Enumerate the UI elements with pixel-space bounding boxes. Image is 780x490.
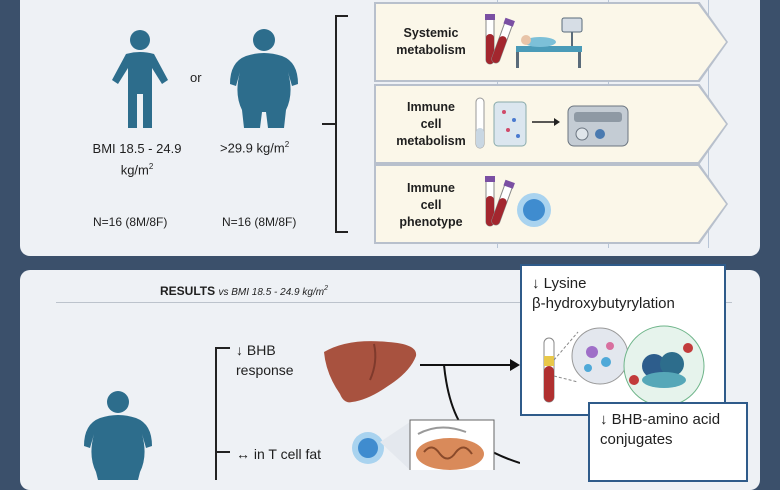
lysine-title: ↓ Lysine β-hydroxybutyrylation [532, 274, 675, 314]
lean-bmi-label: BMI 18.5 - 24.9 kg/m2 [62, 140, 212, 179]
lean-bmi-unit: kg/m2 [62, 158, 212, 179]
conjugates-title: ↓ BHB-amino acid conjugates [600, 410, 720, 450]
lean-unit-text: kg/m [120, 162, 149, 178]
person-obese-icon [84, 391, 152, 480]
immune-phenotype-label: Immune cell phenotype [376, 180, 486, 231]
box-label-line: Immune [407, 100, 455, 114]
results-heading-bold: RESULTS [160, 284, 216, 298]
mitochondria-icon [352, 419, 495, 470]
arrow-box-immune-metabolism [376, 86, 726, 162]
cell-icon [517, 193, 551, 227]
result-title-line: conjugates [600, 431, 673, 448]
lean-bmi-range: BMI 18.5 - 24.9 [92, 141, 182, 156]
or-label: or [190, 70, 202, 85]
result-box-lysine: ↓ Lysine β-hydroxybutyrylation [520, 264, 726, 416]
box-label-line: metabolism [396, 134, 466, 148]
obese-bmi-text: >29.9 kg/m [220, 140, 285, 156]
person-icon [112, 30, 168, 128]
systemic-label: Systemic metabolism [376, 25, 486, 59]
results-heading-italic: vs BMI 18.5 - 24.9 kg/m [218, 287, 325, 298]
bracket [322, 15, 348, 233]
blood-tubes-icon [485, 176, 551, 227]
lean-n-label: N=16 (8M/8F) [93, 215, 168, 229]
lysine-illustration [543, 325, 705, 407]
results-heading: RESULTS vs BMI 18.5 - 24.9 kg/m2 [160, 284, 328, 298]
finding-bhb: ↓ BHB response [236, 340, 294, 380]
blood-tubes-icon [485, 14, 583, 68]
hospital-bed-icon [516, 17, 583, 68]
box-label-line: cell [420, 198, 442, 212]
result-title-line: ↓ Lysine [532, 275, 587, 292]
result-title-line: ↓ BHB-amino acid [600, 411, 721, 428]
liver-icon [324, 341, 417, 403]
box-label-line: Immune [407, 181, 455, 195]
box-label-line: phenotype [399, 215, 463, 229]
seahorse-analyzer-icon [475, 97, 629, 149]
obese-n-label: N=16 (8M/8F) [222, 215, 297, 229]
box-label-line: Systemic [403, 26, 459, 40]
finding-line: response [236, 362, 294, 378]
box-label-line: cell [420, 117, 442, 131]
lean-unit-sup: 2 [148, 162, 154, 171]
result-title-line: β-hydroxybutyrylation [532, 295, 675, 312]
obese-unit-sup: 2 [284, 140, 290, 149]
box-label-line: metabolism [396, 43, 466, 57]
results-divider [56, 302, 732, 303]
finding-tcell: ↔ in T cell fat [236, 444, 321, 464]
finding-line: ↓ BHB [236, 342, 276, 358]
finding-line: ↔ in T cell fat [236, 446, 322, 462]
immune-metabolism-label: Immune cell metabolism [376, 99, 486, 150]
bracket [215, 347, 230, 480]
obese-bmi-label: >29.9 kg/m2 [220, 140, 289, 155]
person-obese-icon [230, 29, 298, 128]
results-heading-sup: 2 [324, 285, 328, 292]
result-box-conjugates: ↓ BHB-amino acid conjugates [588, 402, 748, 482]
arrow-box-immune-phenotype [376, 166, 726, 242]
